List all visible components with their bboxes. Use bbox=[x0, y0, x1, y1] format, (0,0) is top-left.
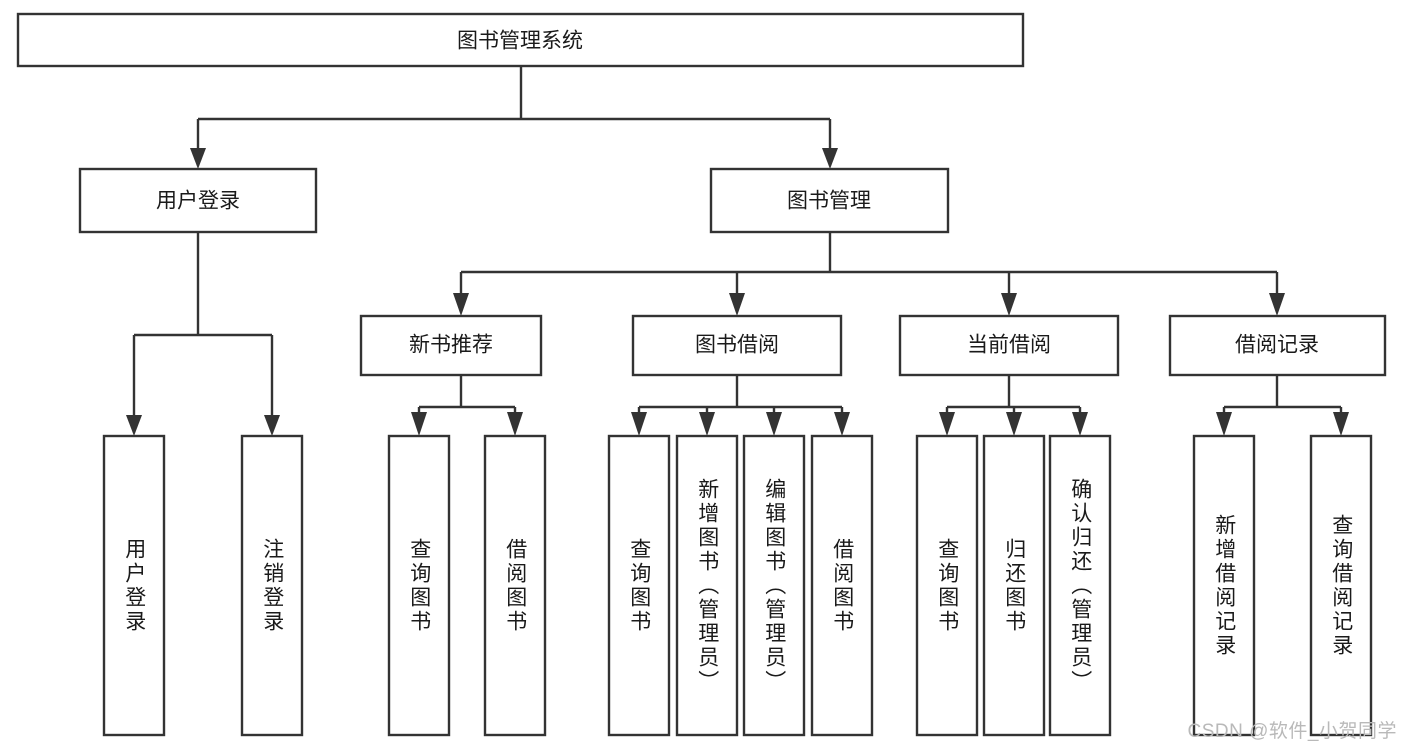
node-leaf-borrow-book-1[interactable] bbox=[483, 434, 547, 737]
csdn-watermark: CSDN @软件_小贺同学 bbox=[1187, 721, 1397, 742]
node-book-borrow[interactable]: 图书借阅 bbox=[631, 314, 843, 377]
connector-current-borrow-to-leaves bbox=[939, 375, 1088, 436]
node-current-borrow-label: 当前借阅 bbox=[967, 334, 1051, 357]
node-current-borrow[interactable]: 当前借阅 bbox=[898, 314, 1120, 377]
node-leaf-query-book-2[interactable] bbox=[607, 434, 671, 737]
connector-borrow-record-to-leaves bbox=[1216, 375, 1349, 436]
node-leaf-query-book-1[interactable] bbox=[387, 434, 451, 737]
node-root[interactable]: 图书管理系统 bbox=[16, 12, 1025, 68]
node-book-manage-label: 图书管理 bbox=[787, 190, 871, 213]
node-book-manage[interactable]: 图书管理 bbox=[709, 167, 950, 234]
node-user-login-label: 用户登录 bbox=[156, 190, 240, 213]
node-root-label: 图书管理系统 bbox=[457, 30, 583, 53]
node-leaf-add-record[interactable] bbox=[1192, 434, 1256, 737]
connector-root-to-level2 bbox=[190, 66, 838, 169]
connector-new-book-recommend-to-leaves bbox=[411, 375, 523, 436]
node-leaf-query-book-3[interactable] bbox=[915, 434, 979, 737]
node-leaf-user-login[interactable] bbox=[102, 434, 166, 737]
node-leaf-add-book[interactable] bbox=[675, 434, 739, 737]
node-leaf-return-book[interactable] bbox=[982, 434, 1046, 737]
node-leaf-edit-book[interactable] bbox=[742, 434, 806, 737]
node-leaf-user-logout[interactable] bbox=[240, 434, 304, 737]
node-leaf-borrow-book-2[interactable] bbox=[810, 434, 874, 737]
node-leaf-confirm-return[interactable] bbox=[1048, 434, 1112, 737]
node-new-book-recommend[interactable]: 新书推荐 bbox=[359, 314, 543, 377]
node-book-borrow-label: 图书借阅 bbox=[695, 334, 779, 357]
node-new-book-recommend-label: 新书推荐 bbox=[409, 334, 493, 357]
node-user-login[interactable]: 用户登录 bbox=[78, 167, 318, 234]
node-borrow-record[interactable]: 借阅记录 bbox=[1168, 314, 1387, 377]
connector-book-manage-to-level3 bbox=[453, 232, 1285, 316]
node-leaf-query-record[interactable] bbox=[1309, 434, 1373, 737]
connector-user-login-to-leaves bbox=[126, 232, 280, 436]
node-borrow-record-label: 借阅记录 bbox=[1235, 334, 1319, 357]
connector-book-borrow-to-leaves bbox=[631, 375, 850, 436]
